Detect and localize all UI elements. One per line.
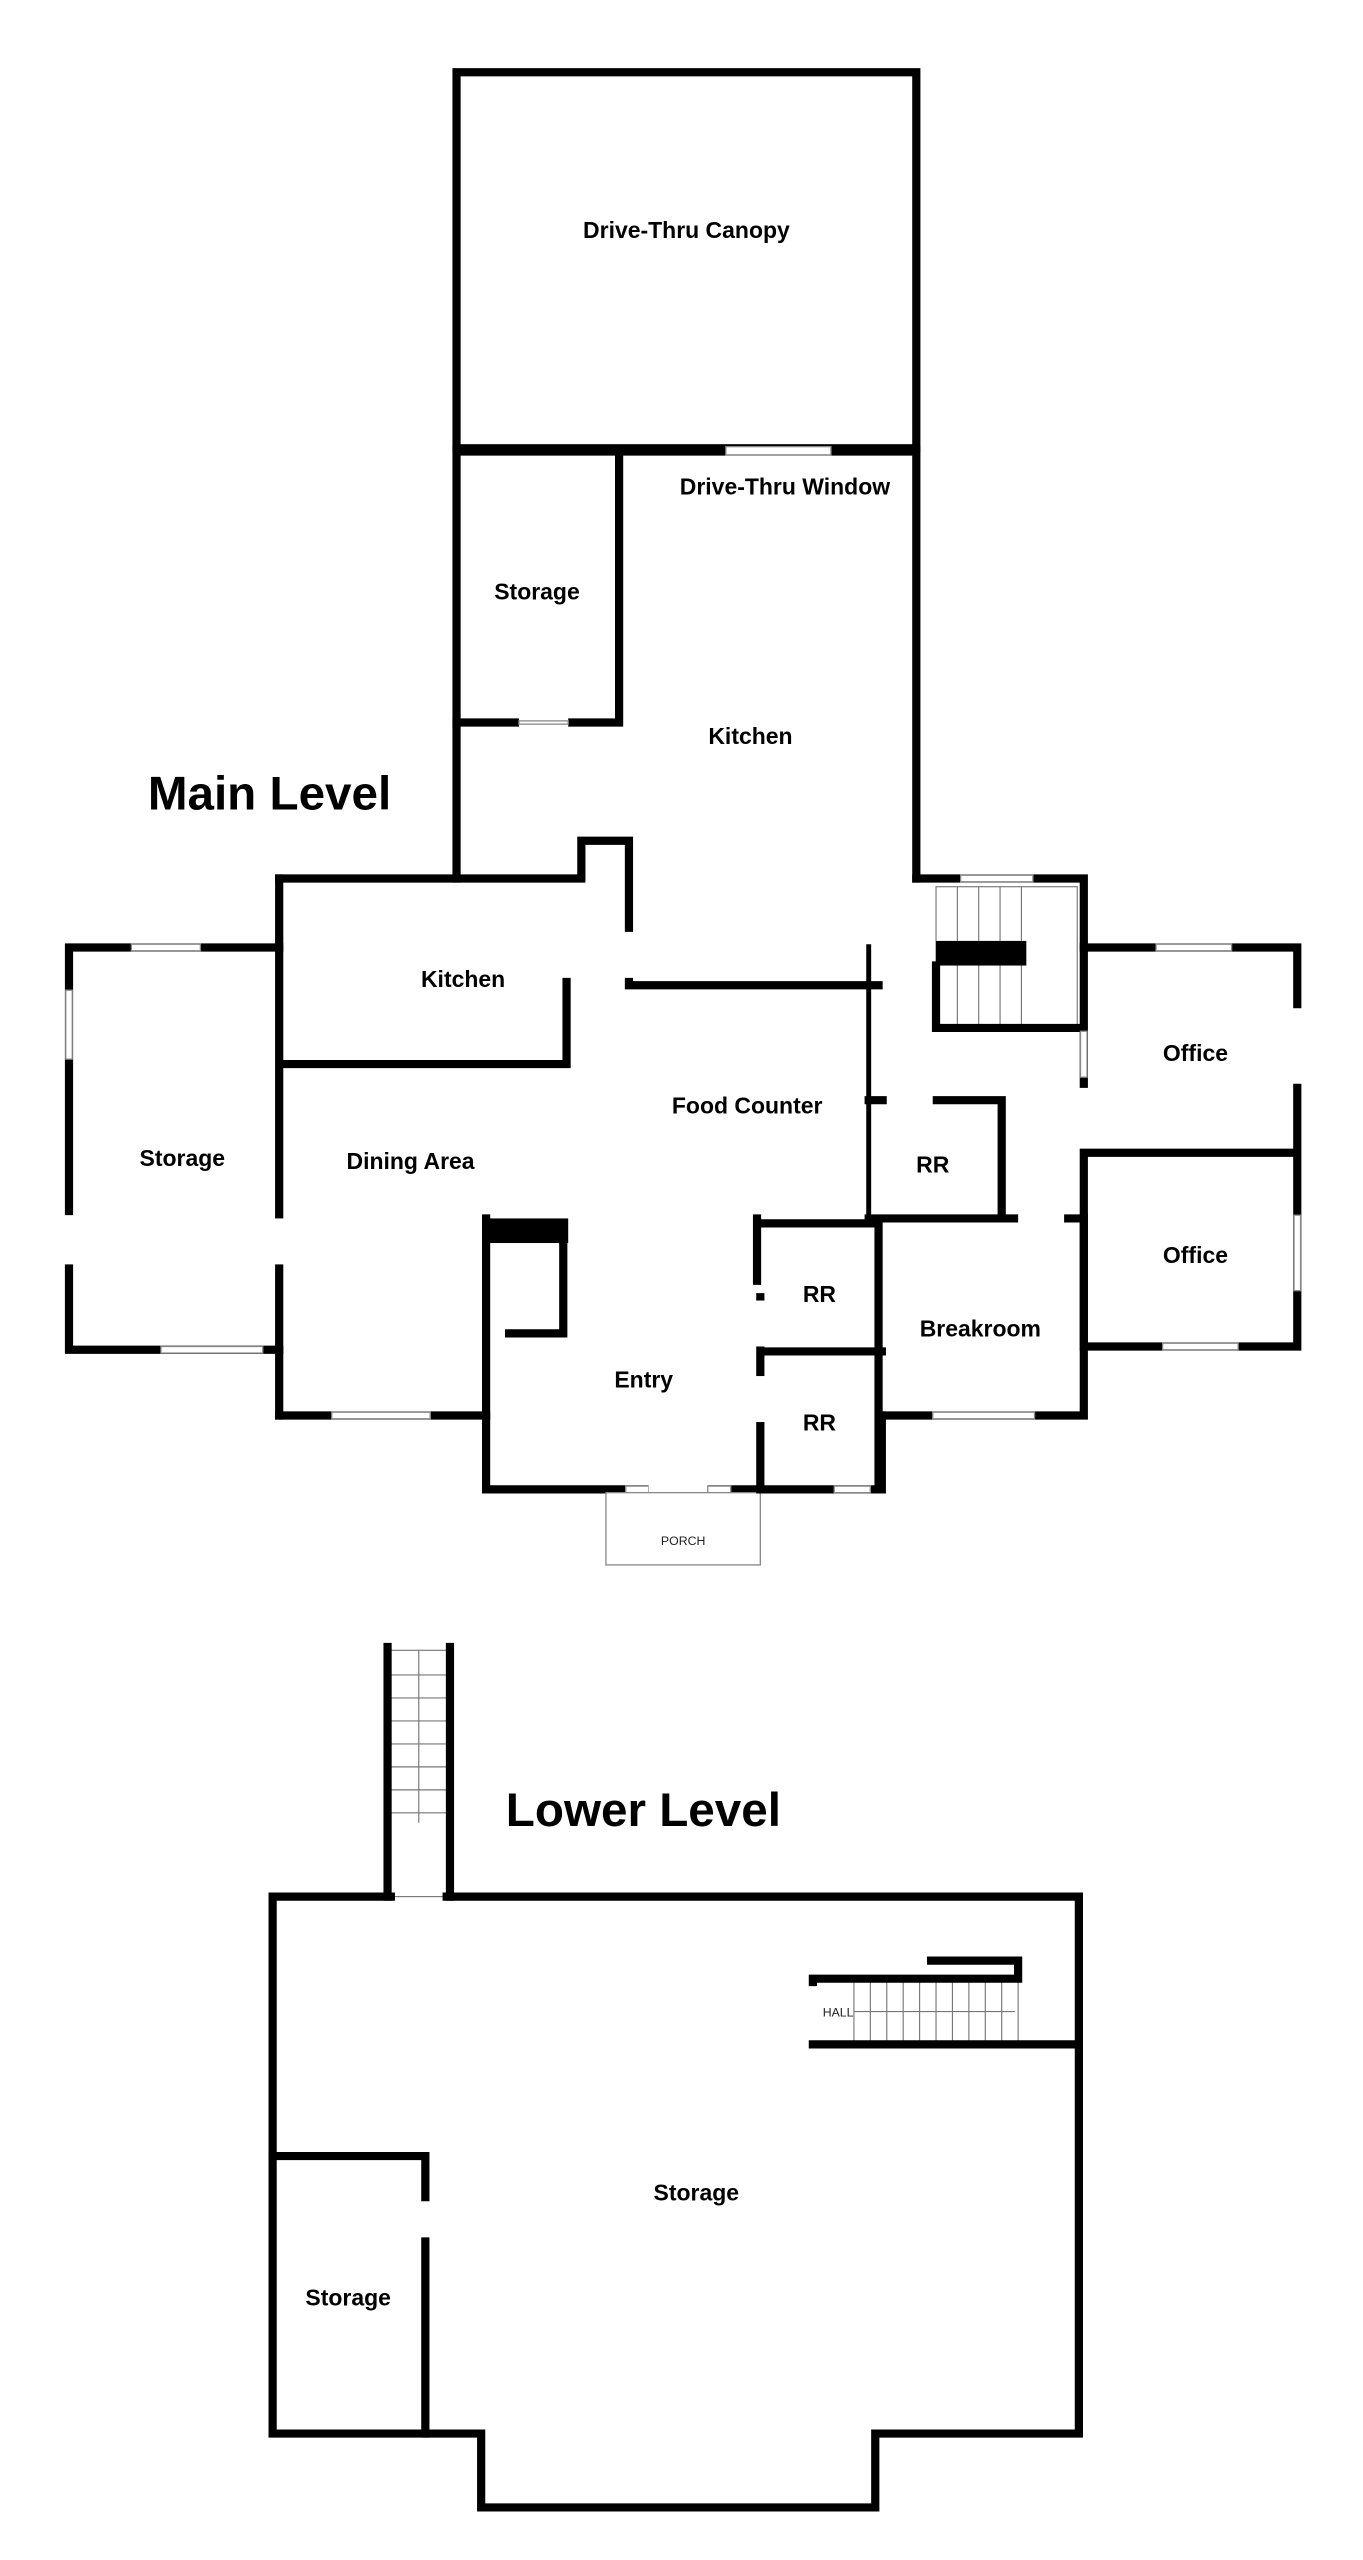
label-porch: PORCH — [661, 1534, 705, 1548]
label-kitchen-main: Kitchen — [708, 723, 792, 749]
title-main-level: Main Level — [148, 768, 391, 821]
label-storage-main: Storage — [654, 2179, 740, 2205]
lower-level-plan: HALL Storage Storage Lower Level — [268, 1642, 1083, 2512]
label-storage-small: Storage — [305, 2284, 391, 2310]
label-dining-area: Dining Area — [347, 1148, 475, 1174]
stairs-hall — [808, 1956, 1080, 2049]
label-rr-middle: RR — [803, 1281, 837, 1307]
label-drive-thru-window: Drive-Thru Window — [680, 473, 890, 499]
label-office-lower: Office — [1163, 1242, 1228, 1268]
main-level-plan: Drive-Thru Canopy Drive-Thru Window Stor… — [64, 68, 1303, 1566]
drive-thru-canopy-area — [452, 68, 921, 453]
label-breakroom: Breakroom — [920, 1316, 1041, 1342]
label-food-counter: Food Counter — [672, 1092, 823, 1118]
label-hall: HALL — [823, 2005, 854, 2019]
label-storage-left: Storage — [140, 1145, 226, 1171]
title-lower-level: Lower Level — [506, 1784, 781, 1837]
label-entry: Entry — [614, 1367, 673, 1393]
porch — [605, 1491, 761, 1566]
stairs-lower-exterior — [383, 1642, 455, 1901]
label-kitchen-small: Kitchen — [421, 966, 505, 992]
label-storage-upper: Storage — [494, 578, 580, 604]
label-rr-upper: RR — [916, 1151, 950, 1177]
drive-thru-window — [725, 445, 832, 456]
chimney — [486, 1218, 569, 1244]
label-rr-lower: RR — [803, 1409, 837, 1435]
label-drive-thru-canopy: Drive-Thru Canopy — [583, 217, 790, 243]
stairs-main — [931, 886, 1082, 1033]
label-office-upper: Office — [1163, 1040, 1228, 1066]
